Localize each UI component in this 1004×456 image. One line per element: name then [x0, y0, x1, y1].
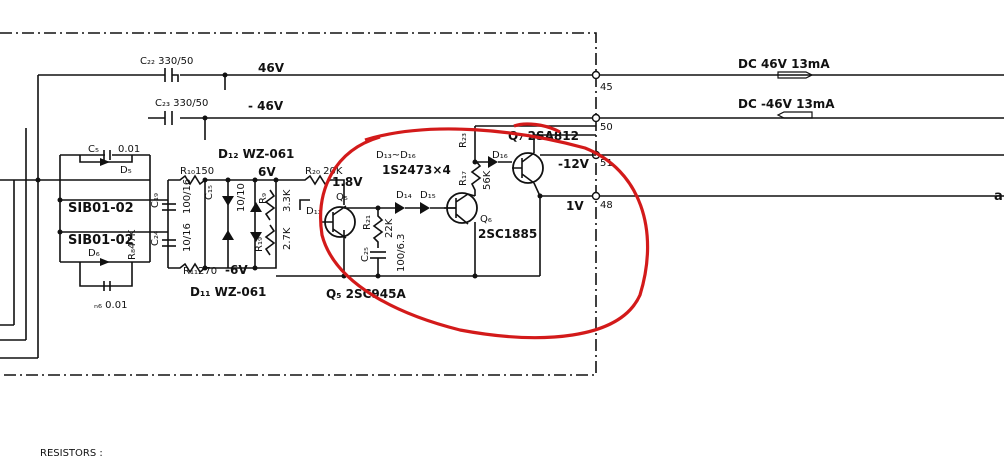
left-feed-wires — [0, 75, 60, 359]
c22-label: C₂₂ 330/50 — [140, 56, 193, 67]
d15-label: D₁₅ — [420, 190, 436, 201]
terminal-50: 50 — [600, 122, 613, 133]
diode-part-label: 1S2473×4 — [382, 163, 451, 177]
q7-part-label: Q₇ 2SA812 — [508, 129, 579, 143]
bridge-top: SIB01-02 — [68, 201, 134, 216]
r9-value: 3.3K — [282, 189, 293, 212]
c23-capacitor — [164, 111, 173, 125]
footer-resistors: RESISTORS : — [40, 448, 103, 456]
bridge-bottom: SIB01-02 — [68, 233, 134, 248]
bias-section — [276, 125, 596, 277]
junction-dots — [35, 72, 543, 279]
c-bot-value: 10/16 — [182, 223, 193, 252]
c15-label: C₁₅ — [204, 185, 215, 200]
r21-label: R₂₁ — [362, 215, 373, 230]
enclosure-border — [0, 32, 597, 376]
v18-label: 1.8V — [332, 175, 363, 189]
terminal-45: 45 — [600, 82, 613, 93]
r20-label: R₂₀ 20K — [305, 166, 343, 177]
d14-label: D₁₄ — [396, 190, 412, 201]
q6-part-label: 2SC1885 — [478, 227, 537, 241]
highlight-circle — [319, 122, 650, 340]
diodes-label: D₁₃~D₁₆ — [376, 150, 416, 161]
d13-label: D₁₃ — [306, 206, 322, 217]
q5-label: Q₅ — [336, 192, 348, 203]
neg-dc-arrow — [776, 111, 813, 119]
c5-label: C₅ — [88, 144, 99, 155]
r11-label: R₁₁270 — [183, 266, 217, 277]
r17-label: R₁₇ — [458, 171, 469, 186]
r10-label: R₁₀150 — [180, 166, 214, 177]
d16-label: D₁₆ — [492, 150, 508, 161]
c23-label: C₂₃ 330/50 — [155, 98, 208, 109]
c6-label: ₙ₆ 0.01 — [94, 300, 127, 311]
c19-label: C₁₉ — [150, 193, 161, 208]
c22-capacitor — [164, 68, 179, 82]
q5-part-label: Q₅ 2SC945A — [326, 287, 406, 301]
v-1-label: 1V — [566, 199, 584, 213]
regulator-section — [162, 174, 277, 274]
r21-value: 22K — [384, 218, 395, 238]
neg-dc-label: DC -46V 13mA — [738, 97, 835, 111]
c25-label: C₂₅ — [360, 247, 371, 262]
pos-dc-arrow — [777, 71, 814, 79]
r17-value: 56K — [482, 170, 493, 190]
terminal-51: 51 — [600, 158, 613, 169]
d11-label: D₁₁ WZ-061 — [190, 285, 266, 299]
r23-label: R₂₃ — [458, 133, 469, 148]
terminal-48: 48 — [600, 200, 613, 211]
d12-label: D₁₂ WZ-061 — [218, 147, 294, 161]
d5-label: D₅ — [120, 165, 132, 176]
q6-label: Q₆ — [480, 214, 492, 225]
c-top-value: 100/16 — [182, 179, 193, 214]
r-left-label: R₈47K — [127, 229, 138, 260]
c15-value: 10/10 — [236, 183, 247, 212]
v-neg-label: -6V — [225, 263, 248, 277]
c24-label: C₂₄ — [150, 231, 161, 246]
r9-label: R₉ — [258, 193, 269, 204]
c5-value: 0.01 — [118, 144, 140, 155]
neg-rail-label: - 46V — [248, 99, 284, 113]
r19-label: R₁₉ — [254, 237, 265, 252]
rectifier-section — [59, 150, 168, 291]
v-pos-label: 6V — [258, 165, 276, 179]
c25-value: 100/6.3 — [396, 234, 407, 272]
r19-value: 2.7K — [282, 227, 293, 250]
pos-rail-label: 46V — [258, 61, 285, 75]
output-a-label: a — [994, 189, 1003, 204]
d6-label: D₆ — [88, 248, 100, 259]
pos-dc-label: DC 46V 13mA — [738, 57, 830, 71]
v-minus12-label: -12V — [558, 157, 590, 171]
